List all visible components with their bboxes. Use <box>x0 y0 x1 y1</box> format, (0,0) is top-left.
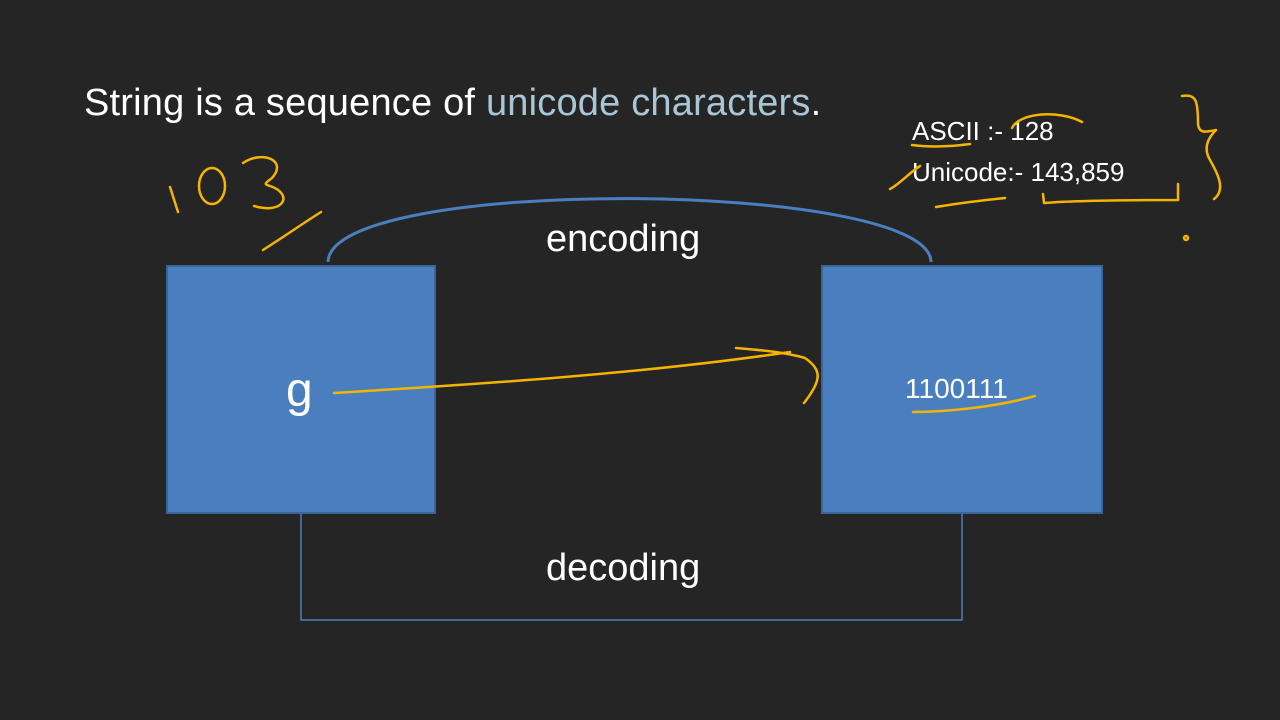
ascii-underline <box>910 142 972 148</box>
dot-mark <box>1182 234 1190 242</box>
binary-text: 1100111 <box>905 373 1008 404</box>
unicode-note: Unicode:- 143,859 <box>912 157 1125 187</box>
encoding-arrow-scribble <box>332 346 819 405</box>
character-text: g <box>286 364 313 417</box>
decoding-connector <box>300 514 963 621</box>
ascii-note: ASCII :- 128 <box>912 116 1054 146</box>
unicode-count-bracket <box>1041 182 1180 205</box>
ascii-128-scribble <box>1010 113 1084 130</box>
handwritten-103 <box>168 155 323 252</box>
unicode-tick <box>888 164 922 191</box>
decoding-label: decoding <box>546 547 701 589</box>
unicode-underline <box>934 196 1007 209</box>
binary-box: 1100111 <box>821 265 1103 514</box>
title-prefix: String is a sequence of <box>84 82 486 124</box>
slide-title: String is a sequence of unicode characte… <box>84 82 821 125</box>
binary-underline <box>911 394 1037 414</box>
encoding-label: encoding <box>546 218 701 260</box>
encoding-arc <box>326 197 933 263</box>
title-suffix: . <box>810 82 822 124</box>
curly-brace <box>1180 94 1222 201</box>
title-highlight: unicode characters <box>485 82 811 124</box>
